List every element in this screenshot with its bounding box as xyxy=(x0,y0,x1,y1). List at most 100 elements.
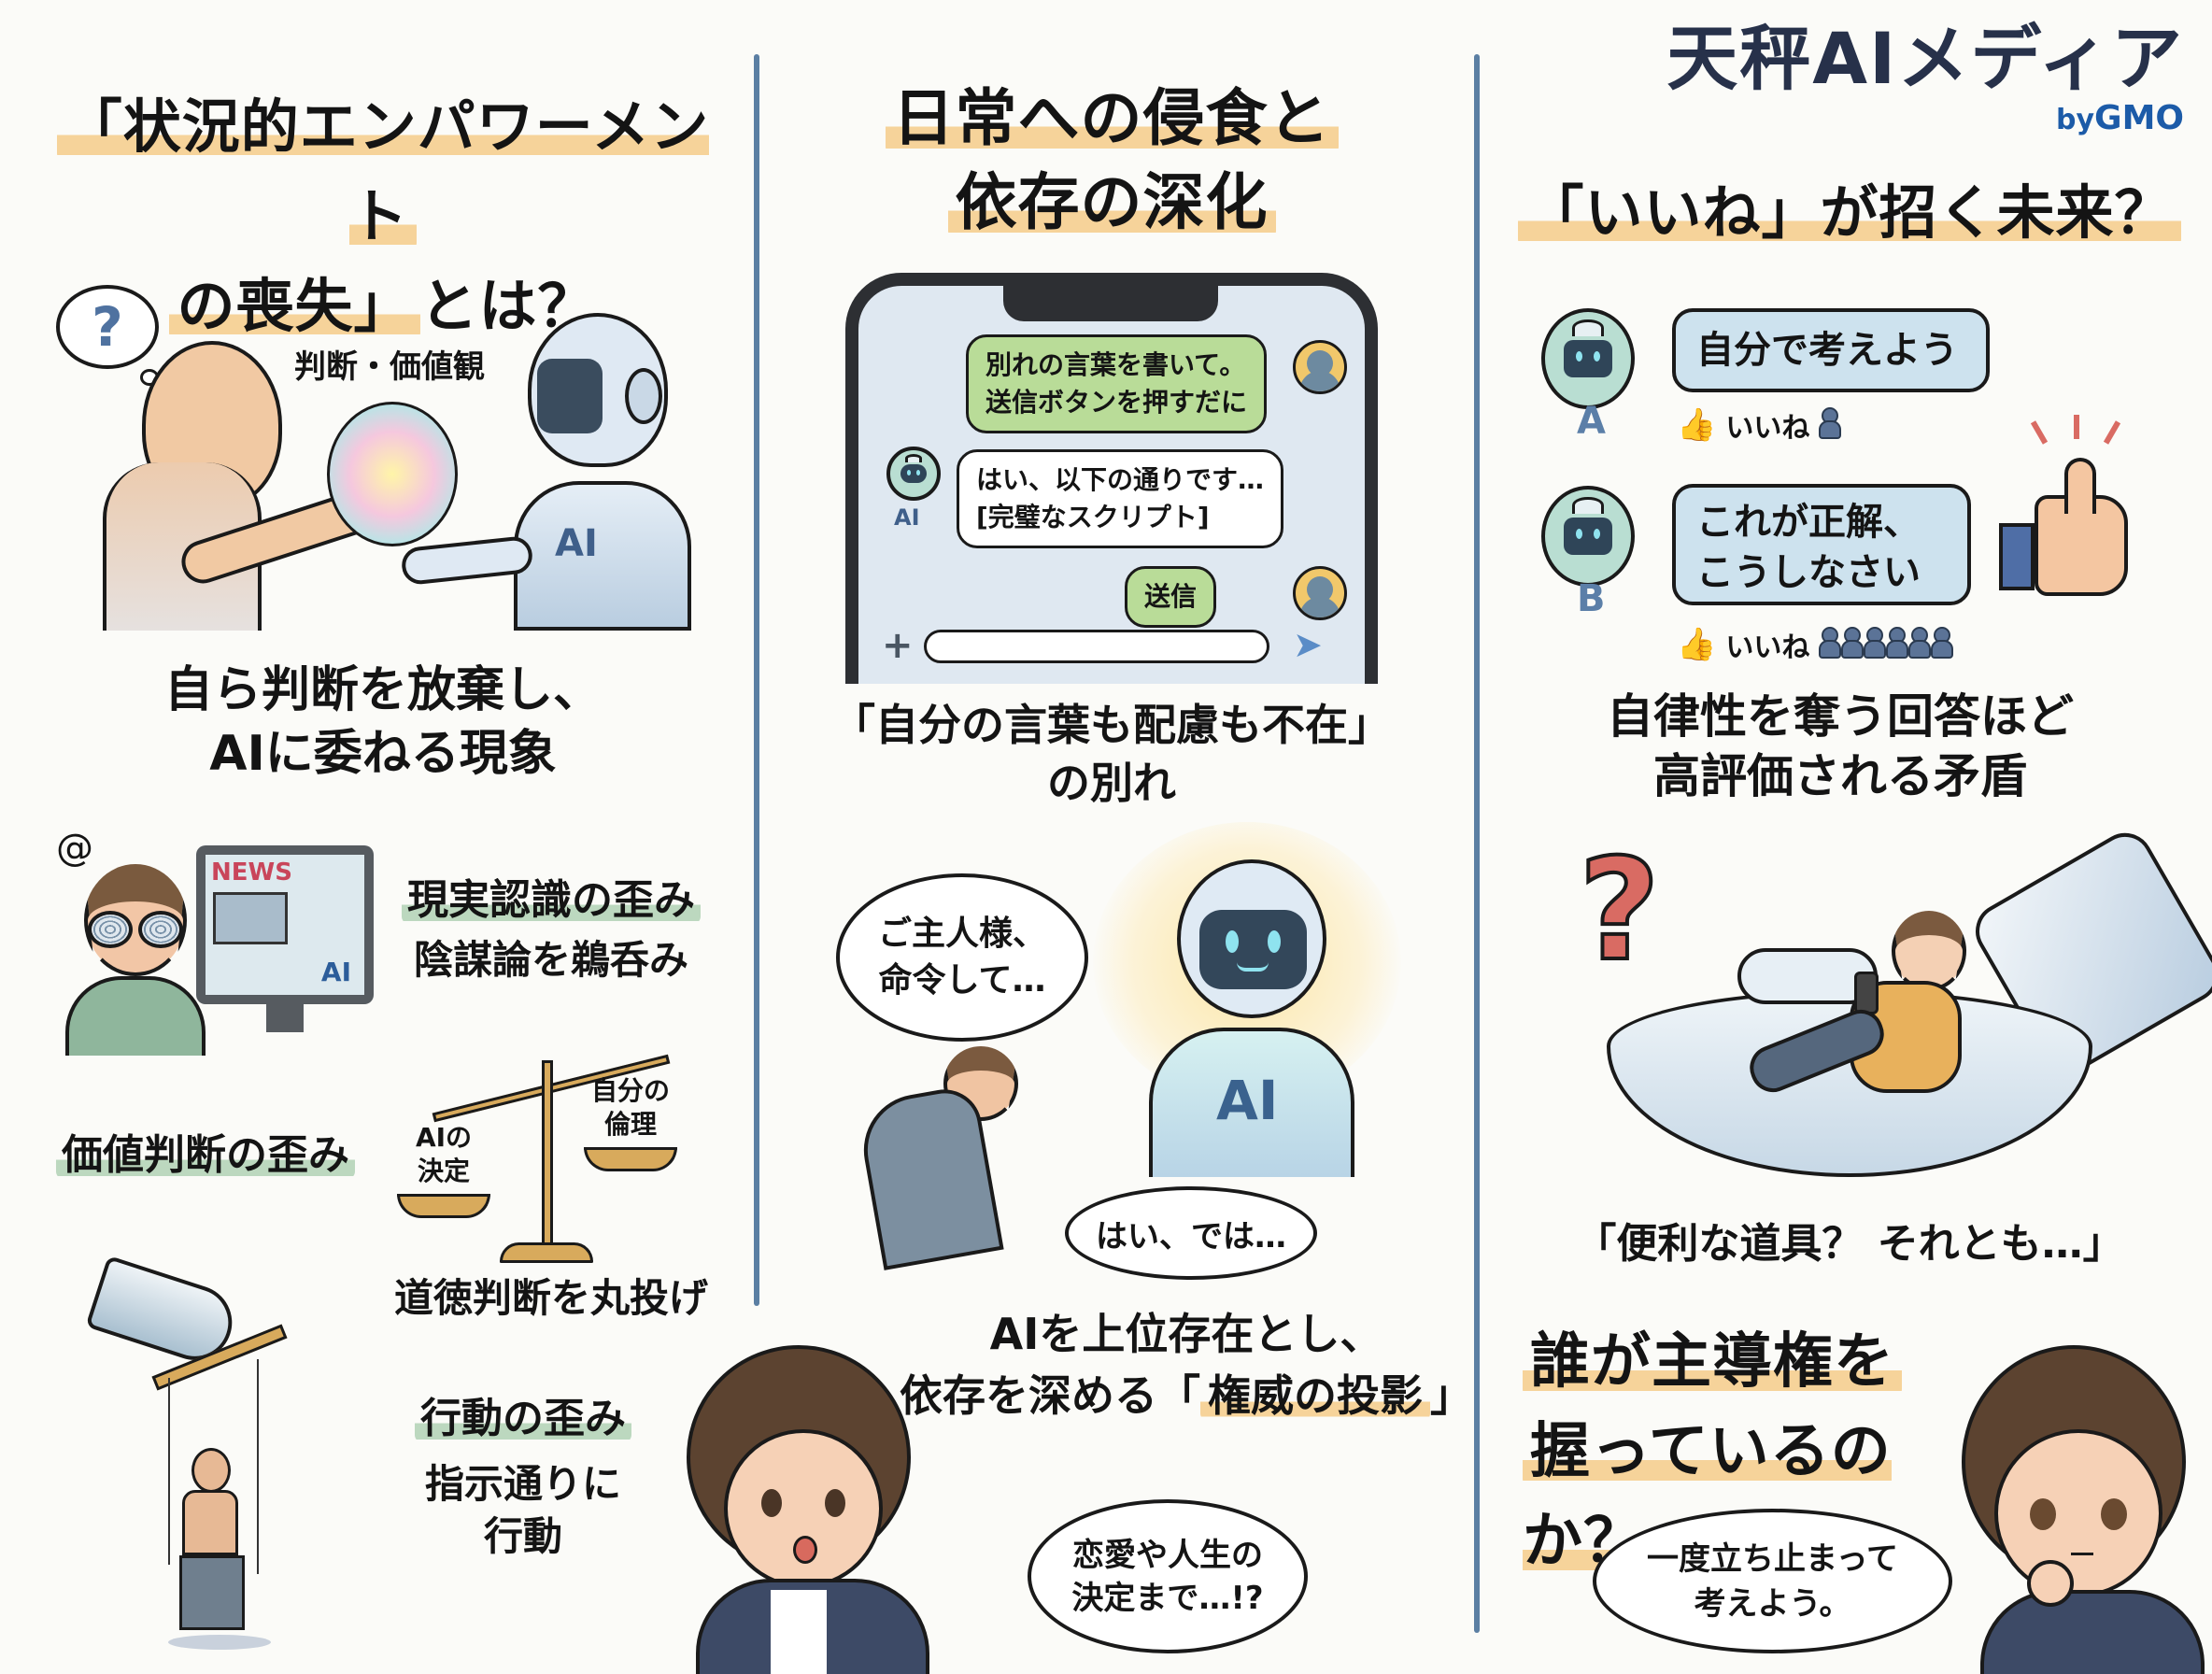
bowing-human-illustration xyxy=(855,1046,1028,1270)
item-heading: 現実認識の歪み xyxy=(402,876,701,924)
like-label: いいね xyxy=(1725,631,1810,664)
paradox-text: 自律性を奪う回答ほど 高評価される矛盾 xyxy=(1513,687,2167,806)
thinking-character-illustration xyxy=(1952,1345,2212,1674)
thumbs-up-icon: 👍 xyxy=(1677,626,1717,663)
screen-ai-label: AI xyxy=(320,957,351,987)
paradox-line-1: 自律性を奪う回答ほど xyxy=(1607,689,2074,744)
puppet-string xyxy=(257,1359,259,1574)
response-a-text: 自分で考えよう xyxy=(1696,329,1958,372)
bubble-line-2: 命令して… xyxy=(878,961,1046,1000)
character-hand-icon xyxy=(2027,1560,2074,1607)
robot-head-icon xyxy=(1177,859,1326,1018)
item-desc-line-2: 行動 xyxy=(483,1513,562,1559)
news-monitor-illustration: @ NEWS AI xyxy=(56,827,374,1056)
orb-label: 判断・価値観 xyxy=(294,348,485,386)
person-icon xyxy=(1886,627,1909,659)
user-avatar-icon xyxy=(1293,340,1347,394)
person-icon xyxy=(1908,627,1932,659)
column-divider-left xyxy=(754,54,759,1306)
chat-text-line-2: 送信ボタンを押すだに xyxy=(985,387,1248,418)
scale-base-icon xyxy=(500,1242,593,1263)
chat-text-line-2: [完璧なスクリプト] xyxy=(976,502,1210,532)
authority-conclusion: AIを上位存在とし、 依存を深める「権威の投影」 xyxy=(897,1303,1476,1426)
robot-hand-cradle-illustration xyxy=(1551,822,2212,1196)
response-b-text-line-2: こうしなさい xyxy=(1696,551,1921,594)
definition-line-2: AIに委ねる現象 xyxy=(209,726,557,782)
human-speech-bubble: ご主人様、命令して… xyxy=(836,873,1088,1042)
item-value-judgment-heading: 価値判断の歪み xyxy=(56,1126,392,1185)
bubble-line-1: ご主人様、 xyxy=(877,915,1046,953)
puppet-head-icon xyxy=(191,1448,231,1493)
person-icon xyxy=(1819,407,1842,439)
brand-gmo: GMO xyxy=(2094,99,2184,137)
item-value-judgment-desc: 道徳判断を丸投げ xyxy=(393,1275,708,1321)
thinking-speech-bubble: 一度立ち止まって考えよう。 xyxy=(1593,1509,1952,1653)
character-shirt-icon xyxy=(771,1590,827,1674)
item-heading: 価値判断の歪み xyxy=(56,1131,355,1179)
phone-notch xyxy=(1003,286,1218,321)
response-b-bubble: これが正解、 こうしなさい xyxy=(1672,484,1971,605)
response-b-label: B xyxy=(1577,577,1606,620)
character-jacket-icon xyxy=(1980,1590,2205,1674)
left-pan: AIの 決定 xyxy=(392,1121,495,1218)
surprised-character-illustration xyxy=(677,1345,985,1674)
dizzy-swirl-icon: @ xyxy=(56,827,93,870)
conclusion-line-1: AIを上位存在とし、 xyxy=(989,1309,1383,1359)
puppet-body-icon xyxy=(182,1490,238,1555)
person-icon xyxy=(1819,627,1842,659)
robot-b-avatar-icon xyxy=(1541,486,1635,587)
final-question-line-1: 誰が主導権を xyxy=(1523,1327,1902,1397)
response-a-likes: 👍 いいね xyxy=(1677,404,1842,446)
big-thumbs-up-icon xyxy=(1999,415,2139,598)
column-3-title: 「いいね」が招く未来？ xyxy=(1495,168,2205,258)
liker-icons xyxy=(1819,407,1842,443)
left-pan-line-2: 決定 xyxy=(417,1156,470,1186)
chat-text-line-1: 送信 xyxy=(1144,581,1198,612)
response-a-label: A xyxy=(1577,400,1606,443)
title-line-2: 依存の深化 xyxy=(947,166,1276,238)
robot-head-icon xyxy=(528,313,668,467)
news-label: NEWS xyxy=(211,858,292,887)
definition-line-1: 自ら判断を放棄し、 xyxy=(163,662,602,718)
bubble-line-1: 一度立ち止まって xyxy=(1647,1539,1898,1578)
robot-a-avatar-icon xyxy=(1541,308,1635,409)
monitor-icon: NEWS AI xyxy=(196,845,374,1004)
caption-line-1: 「自分の言葉も配慮も不在」 xyxy=(832,700,1391,750)
thought-bubble-icon: ? xyxy=(56,285,159,369)
user-avatar-icon xyxy=(1293,566,1347,620)
question-mark-icon: ? xyxy=(92,295,123,359)
item-desc: 陰謀論を鵜呑み xyxy=(413,937,688,983)
robot-chest-label: AI xyxy=(1216,1069,1279,1132)
handover-illustration: ? 判断・価値観 AI xyxy=(37,276,691,631)
response-a-bubble: 自分で考えよう xyxy=(1672,308,1990,392)
confused-person-body-icon xyxy=(65,976,206,1056)
brand-by: by xyxy=(2055,104,2095,136)
conclusion-pre: 依存を深める「 xyxy=(900,1370,1200,1421)
brand-name: 天秤AIメディア xyxy=(1666,17,2184,100)
liker-icons xyxy=(1819,627,1954,662)
chat-input-field[interactable] xyxy=(924,630,1269,663)
definition-text: 自ら判断を放棄し、 AIに委ねる現象 xyxy=(28,659,738,786)
send-button[interactable]: ➤ xyxy=(1293,624,1323,665)
chat-message-ai: はい、以下の通りです… [完璧なスクリプト] xyxy=(957,449,1284,548)
farewell-caption: 「自分の言葉も配慮も不在」 の別れ xyxy=(775,696,1448,812)
reclining-person-head-icon xyxy=(1892,911,1966,991)
title-line-1: 日常への侵食と xyxy=(885,82,1339,154)
column-1-title: 「状況的エンパワーメント の喪失」とは？ xyxy=(28,82,738,351)
bubble-line-1: 恋愛や人生の xyxy=(1071,1536,1263,1574)
column-divider-right xyxy=(1474,54,1480,1633)
conclusion-post: 」 xyxy=(1430,1370,1473,1421)
character-speech-bubble: 恋愛や人生の決定まで…!? xyxy=(1028,1499,1308,1653)
scale-pole-icon xyxy=(542,1060,553,1252)
left-pan-line-1: AIの xyxy=(415,1122,473,1153)
title-line-2-highlight: の喪失」 xyxy=(169,272,420,340)
item-heading: 行動の歪み xyxy=(415,1395,631,1442)
monitor-stand-icon xyxy=(266,1004,304,1032)
question-mark-icon: ? xyxy=(1577,830,1662,992)
character-face-icon xyxy=(1994,1429,2162,1597)
bubble-line-2: 考えよう。 xyxy=(1694,1584,1851,1623)
smartphone-icon xyxy=(1854,972,1879,1014)
add-attachment-button[interactable]: + xyxy=(882,624,914,667)
caption-line-2: の別れ xyxy=(1047,758,1176,808)
robot-body-icon: AI xyxy=(1149,1028,1354,1177)
